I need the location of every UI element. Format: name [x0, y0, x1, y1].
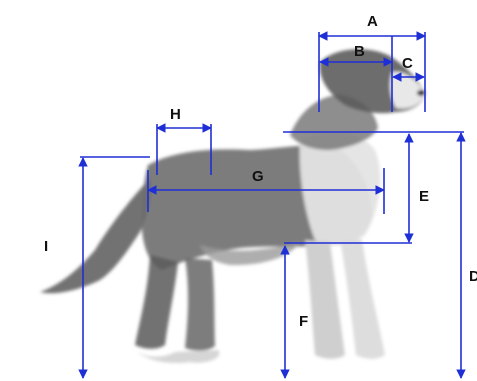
label-c: C [402, 55, 413, 72]
label-i: I [44, 238, 48, 255]
measurement-labels: A B C H G E I D F [44, 13, 477, 330]
label-a: A [367, 13, 378, 30]
label-b: B [354, 43, 365, 60]
dog-chest [300, 133, 381, 246]
label-h: H [170, 106, 181, 123]
dog-front-leg-back [305, 240, 345, 359]
dog-front-leg-front [340, 238, 385, 359]
label-e: E [419, 188, 429, 205]
label-g: G [252, 168, 264, 185]
dog-hind-leg-back [135, 255, 178, 349]
label-f: F [299, 313, 308, 330]
dog-nose [417, 90, 425, 96]
dog-tail [40, 178, 151, 293]
dog-hind-leg-front [185, 258, 215, 351]
label-d: D [469, 268, 477, 285]
dog-illustration [40, 49, 425, 363]
